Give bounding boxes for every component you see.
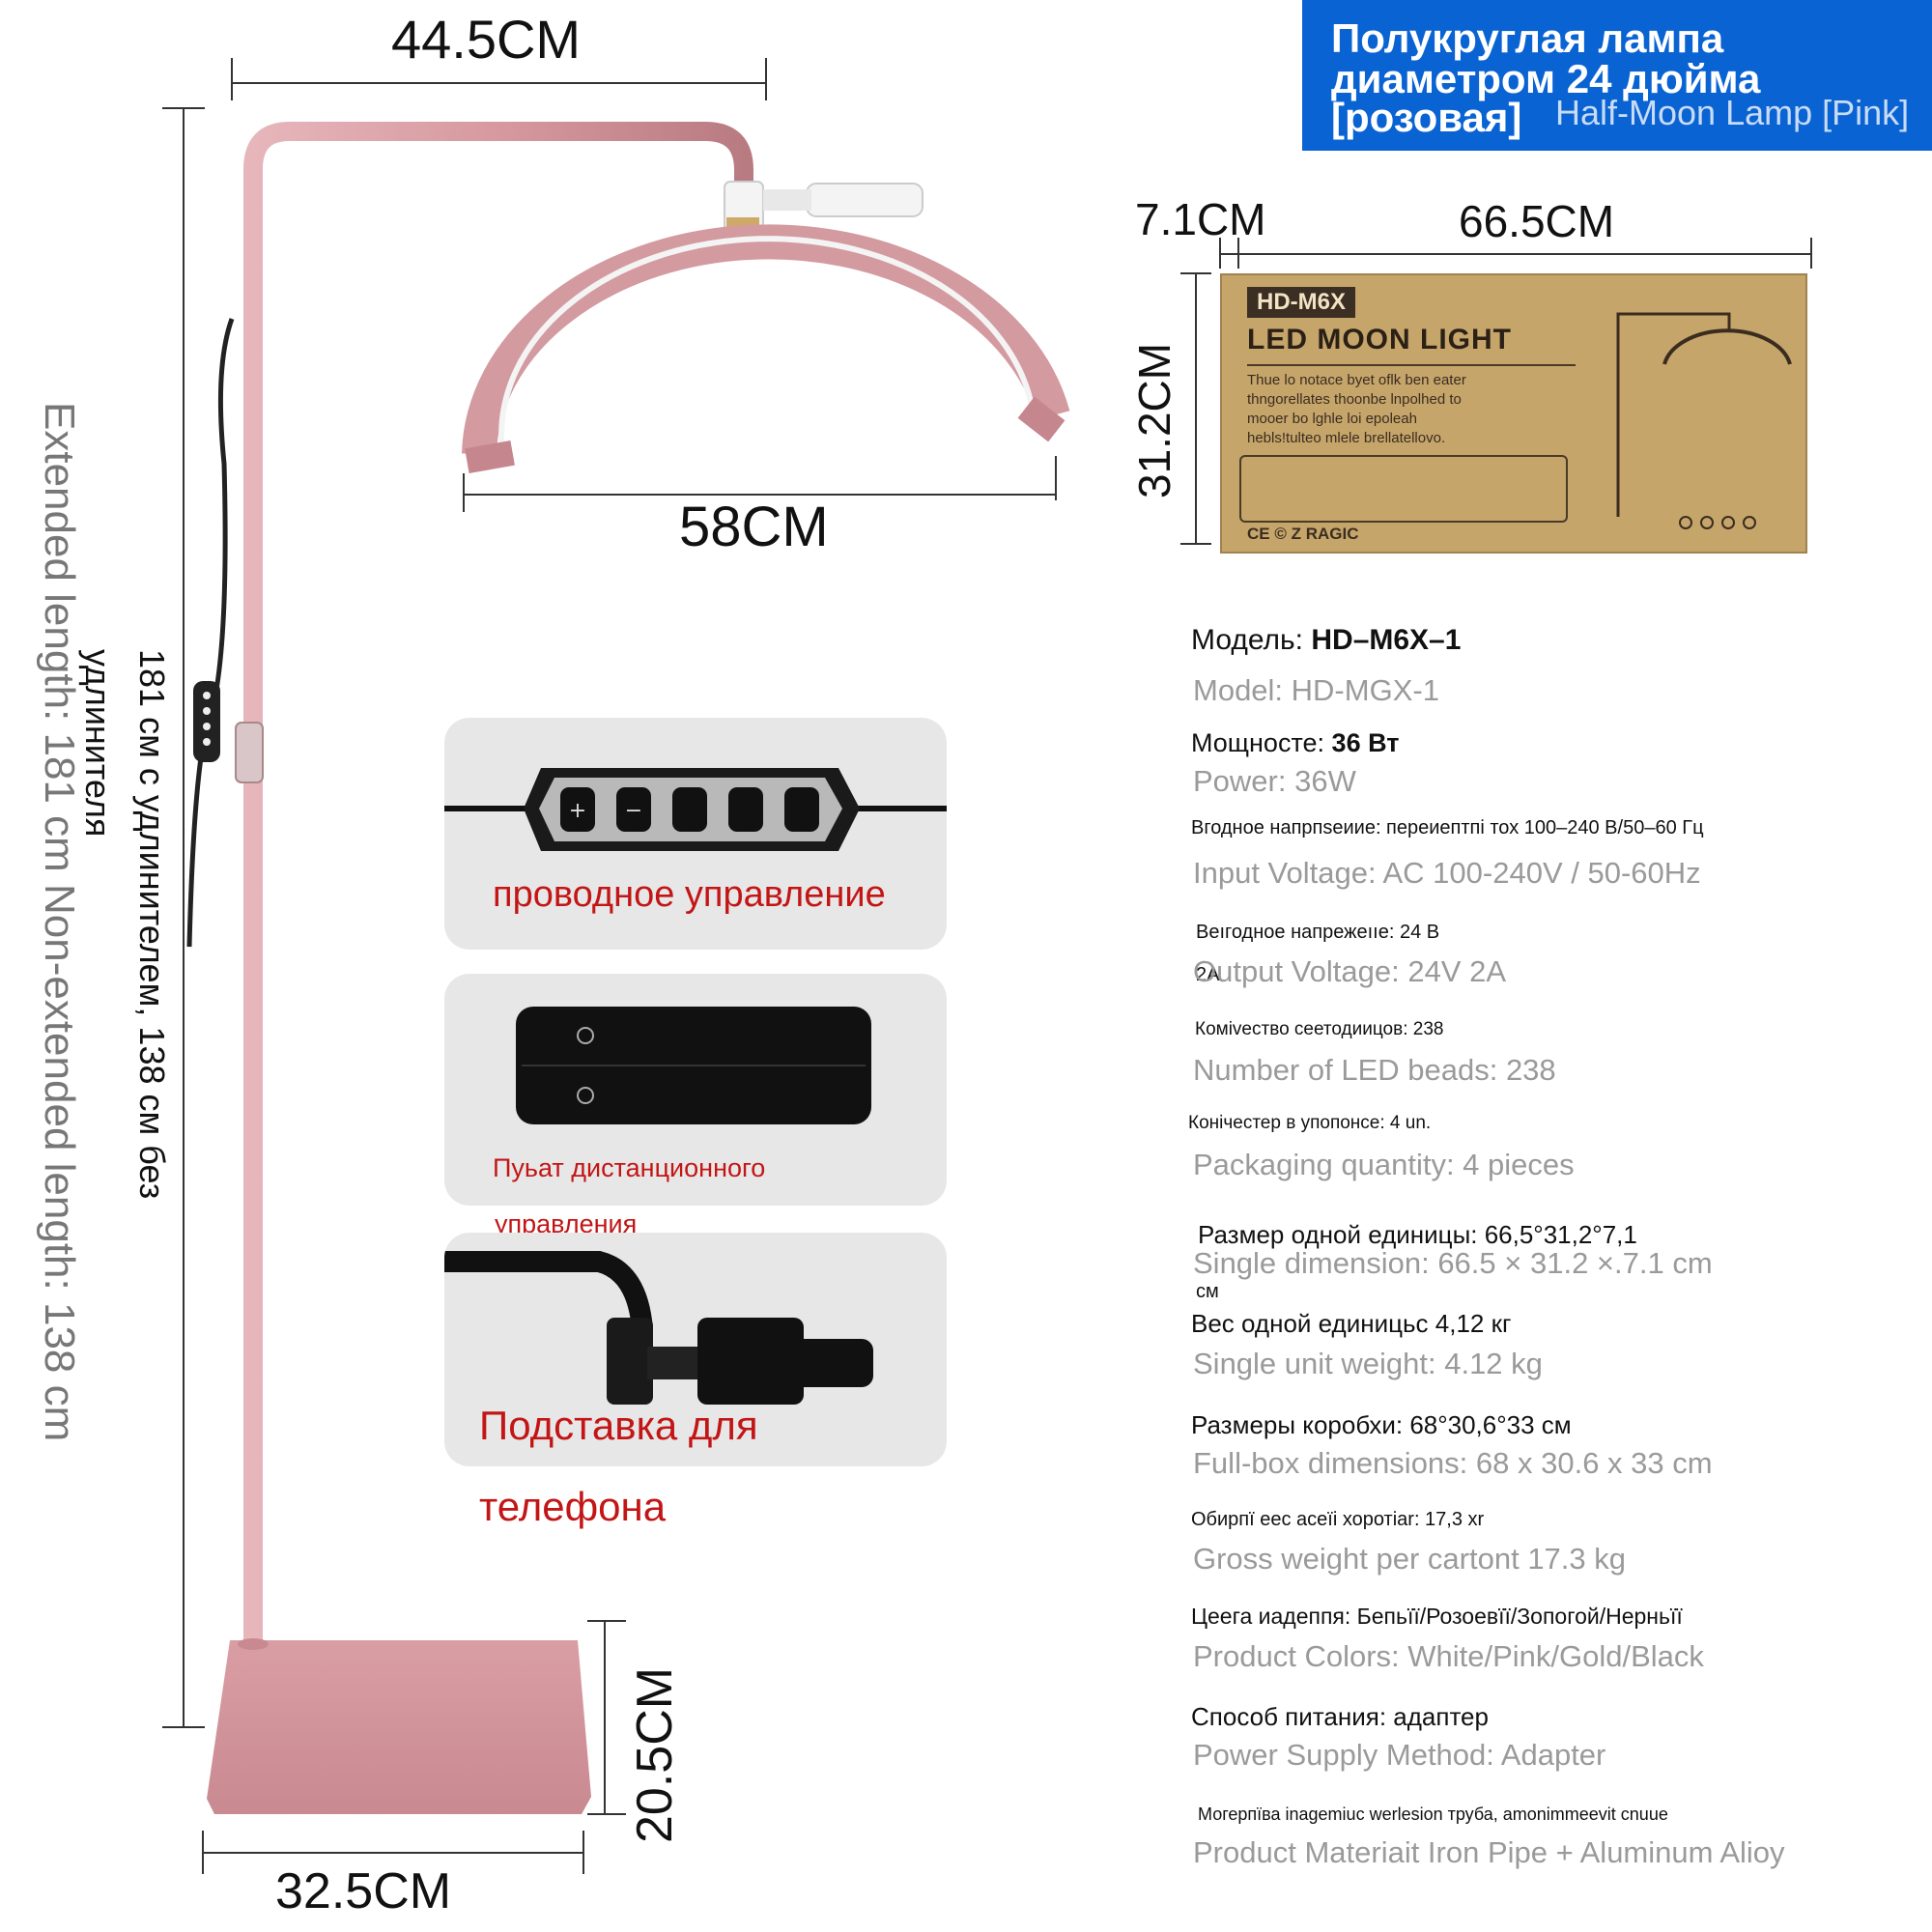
spec-ru-gross-weight: Обирпї еес асеїі хоротіаr: 17,3 xr (1191, 1509, 1485, 1530)
remote-control-image (516, 1007, 871, 1124)
product-box: HD-M6X LED MOON LIGHT Thue lo notace bye… (1220, 273, 1807, 554)
banner-title-line1: Полукруглая лампа (1331, 15, 1724, 61)
box-height-label: 31.2CM (1129, 342, 1179, 498)
box-title: LED MOON LIGHT (1247, 324, 1512, 355)
remote-control-card: Пуьат дистанционного (444, 974, 947, 1206)
top-width-label: 44.5CM (391, 9, 582, 70)
phone-holder-image (444, 1251, 873, 1405)
spec-ru-colors: Цеега иадеппя: Бепьїї/Розоевїї/Зопогой/Н… (1191, 1604, 1683, 1629)
spec-ru-led-beads: Комivество сeетодиицов: 238 (1195, 1019, 1444, 1039)
spec-en-material: Product Materiait Iron Pipe + Aluminum A… (1193, 1835, 1785, 1869)
spec-en-output-voltage: Output Voltage: 24V 2A (1193, 954, 1507, 988)
arc-width-label: 58CM (679, 496, 829, 558)
wired-controller-image: + − (444, 768, 947, 851)
box-feature-icons (1239, 455, 1568, 523)
spec-ru-unit-weight: Вес одной единицьс 4,12 кг (1191, 1309, 1512, 1338)
spec-en-power: Power: 36W (1193, 764, 1356, 798)
spec-en-power-supply: Power Supply Method: Adapter (1193, 1738, 1606, 1772)
banner-title-line3: [розовая] (1331, 95, 1522, 140)
wired-control-label: проводное управление (493, 874, 886, 915)
box-lamp-icon (1616, 312, 1792, 529)
height-en-label: Extended length: 181 cm Non-extended len… (36, 402, 83, 1442)
wired-control-card: + − проводное управление (444, 718, 947, 950)
dimension-lines (162, 58, 1812, 1874)
height-ru-line1: 181 см с удлинителем, 138 см без (132, 649, 172, 1200)
box-depth-label: 7.1CM (1135, 194, 1266, 244)
spec-ru-input-voltage: Вгодное напрпsеиие: переиептпі тох 100–2… (1191, 817, 1704, 838)
box-divider (1247, 364, 1576, 366)
banner-english-title: Half-Moon Lamp [Pink] (1555, 93, 1910, 132)
box-model-badge: HD-M6X (1247, 287, 1356, 318)
height-ru-line2: удлинителя (78, 649, 118, 838)
spec-en-input-voltage: Input Voltage: AC 100-240V / 50-60Hz (1193, 856, 1701, 890)
box-brand: CE © Z RAGIC (1247, 525, 1359, 543)
svg-text:−: − (625, 799, 642, 823)
spec-en-box-dimensions: Full-box dimensions: 68 x 30.6 x 33 cm (1193, 1446, 1713, 1480)
box-desc-3: mooer bo lghle loi epoleah (1247, 411, 1417, 427)
banner-title-line2: диаметром 24 дюйма (1331, 56, 1761, 101)
spec-ru-output-voltage-extra: 2A (1196, 964, 1220, 985)
spec-en-model: Model: HD-MGX-1 (1193, 673, 1439, 707)
spec-en-single-dimension: Single dimension: 66.5 × 31.2 ×.7.1 cm (1193, 1246, 1713, 1280)
phone-holder-label-line1: Подставка для (479, 1403, 758, 1448)
spec-en-led-beads: Number of LED beads: 238 (1193, 1053, 1556, 1087)
spec-ru-output-voltage: Веıгодное напрежеııе: 24 В (1196, 922, 1440, 943)
spec-ru-model: Модель: HD–M6X–1 (1191, 624, 1462, 656)
spec-ru-packaging: Конічестер в упопонсе: 4 un. (1188, 1113, 1432, 1133)
base-width-label: 32.5CM (275, 1863, 452, 1919)
spec-ru-single-dimension: Размер одной единицы: 66,5°31,2°7,1 (1198, 1220, 1637, 1249)
phone-holder-card: Подставка для (444, 1233, 947, 1466)
remote-control-label-line1: Пуьат дистанционного (493, 1153, 766, 1182)
title-banner: Half-Moon Lamp [Pink] Полукруглая лампа … (1302, 0, 1932, 151)
box-desc-2: thngorellates thoonbe lnpolhed to (1247, 391, 1462, 408)
spec-en-gross-weight: Gross weight per cartont 17.3 kg (1193, 1542, 1627, 1576)
spec-ru-material: Могерпїва іnagemiuc werlesion труба, amo… (1198, 1804, 1668, 1824)
svg-text:+: + (569, 799, 586, 823)
spec-ru-box-dimensions: Размеры коробхи: 68°30,6°33 см (1191, 1410, 1572, 1439)
spec-ru-single-dimension-extra: см (1196, 1281, 1219, 1302)
box-desc-4: hebls!tulteo mlele brellatellovo. (1247, 430, 1446, 446)
spec-en-colors: Product Colors: White/Pink/Gold/Black (1193, 1639, 1704, 1673)
box-desc-1: Thue lo notace byet oflk ben eater (1247, 372, 1466, 388)
spec-en-packaging: Packaging quantity: 4 pieces (1193, 1148, 1575, 1181)
spec-ru-power: Мощносте: 36 Вт (1191, 728, 1400, 757)
spec-en-unit-weight: Single unit weight: 4.12 kg (1193, 1347, 1543, 1380)
phone-holder-label-line2: телефона (479, 1484, 667, 1529)
base-depth-label: 20.5CM (627, 1666, 683, 1843)
spec-ru-power-supply: Способ питания: адаптер (1191, 1702, 1489, 1731)
box-width-label: 66.5CM (1459, 196, 1615, 246)
